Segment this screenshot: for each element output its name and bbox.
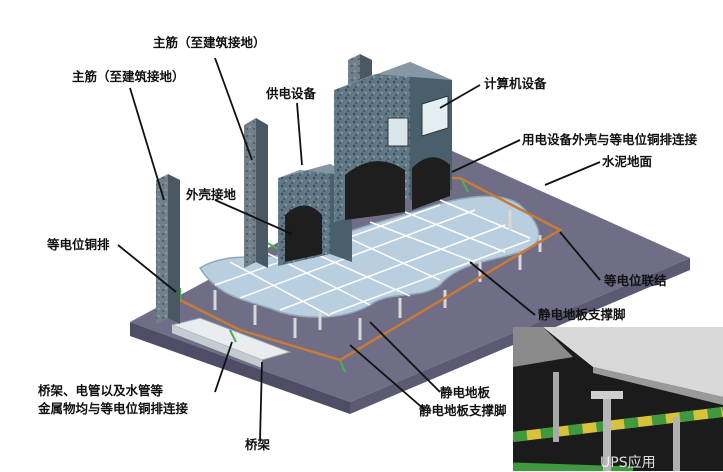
- inset-photo-floor-supports: [513, 327, 723, 471]
- label-tray-pipes-line1: 桥架、电管以及水管等: [38, 383, 164, 398]
- floor-support-legs: [213, 210, 542, 340]
- leader-lines: [117, 57, 601, 441]
- label-shell-grounding: 外壳接地: [186, 187, 237, 202]
- label-rebar-left: 主筋（至建筑接地）: [72, 69, 185, 84]
- label-static-floor: 静电地板: [440, 385, 491, 400]
- computer-equipment-cabinet: [334, 62, 452, 222]
- power-supply-cabinet: [278, 164, 352, 266]
- label-floor-support-bottom: 静电地板支撑脚: [419, 403, 507, 418]
- label-floor-support-right: 静电地板支撑脚: [538, 307, 626, 322]
- label-equipment-bonding: 用电设备外壳与等电位铜排连接: [522, 132, 698, 147]
- label-power-equipment: 供电设备: [266, 86, 317, 101]
- label-rebar-top: 主筋（至建筑接地）: [153, 35, 266, 50]
- label-copper-bar: 等电位铜排: [47, 237, 110, 252]
- rebar-column-left: [156, 174, 180, 324]
- label-computer-equipment: 计算机设备: [484, 76, 547, 91]
- label-tray-pipes-line2: 金属物均与等电位铜排连接: [38, 401, 189, 416]
- label-cement-floor: 水泥地面: [602, 154, 653, 169]
- inset-photo-drawing: [513, 327, 723, 471]
- rebar-column-middle: [244, 118, 268, 268]
- label-cable-tray: 桥架: [245, 437, 271, 452]
- label-bonding-link: 等电位联结: [604, 273, 667, 288]
- watermark-text: UPS应用: [600, 455, 656, 471]
- raised-floor: [198, 195, 540, 318]
- cable-tray-shape: [170, 317, 292, 368]
